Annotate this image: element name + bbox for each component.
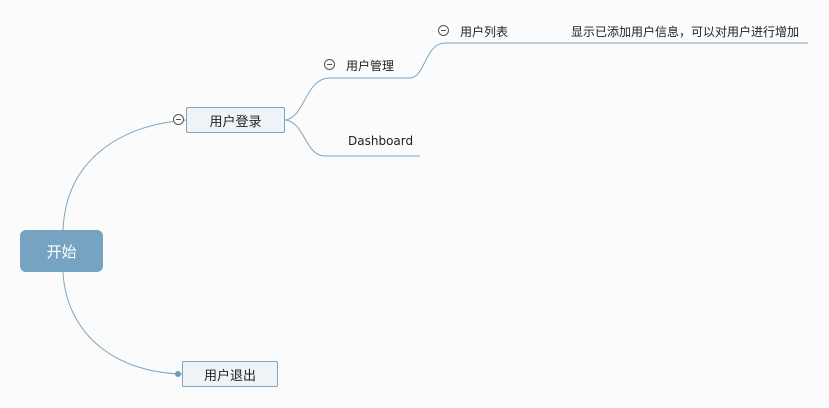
- collapse-user-list-icon[interactable]: [438, 25, 449, 36]
- collapse-login-icon[interactable]: [173, 114, 184, 125]
- node-user-management[interactable]: 用户管理: [346, 59, 395, 73]
- edge-login-dashboard: [284, 119, 420, 157]
- edge-root-login: [62, 119, 187, 231]
- node-user-logout-label: 用户退出: [203, 368, 256, 384]
- edge-mgmt-list: [409, 42, 808, 79]
- node-dashboard[interactable]: Dashboard: [348, 134, 414, 148]
- node-user-login-label: 用户登录: [209, 114, 262, 130]
- edge-root-logout: [62, 271, 183, 375]
- edge-login-mgmt: [284, 77, 410, 121]
- node-user-logout[interactable]: 用户退出: [182, 361, 278, 387]
- collapse-user-management-icon[interactable]: [324, 59, 335, 70]
- node-user-list-note: 显示已添加用户信息，可以对用户进行增加: [571, 25, 800, 39]
- root-node[interactable]: 开始: [20, 230, 103, 272]
- connector-dot: [175, 371, 181, 377]
- node-user-list[interactable]: 用户列表: [460, 25, 509, 39]
- node-user-login[interactable]: 用户登录: [186, 107, 285, 133]
- root-label: 开始: [46, 242, 77, 261]
